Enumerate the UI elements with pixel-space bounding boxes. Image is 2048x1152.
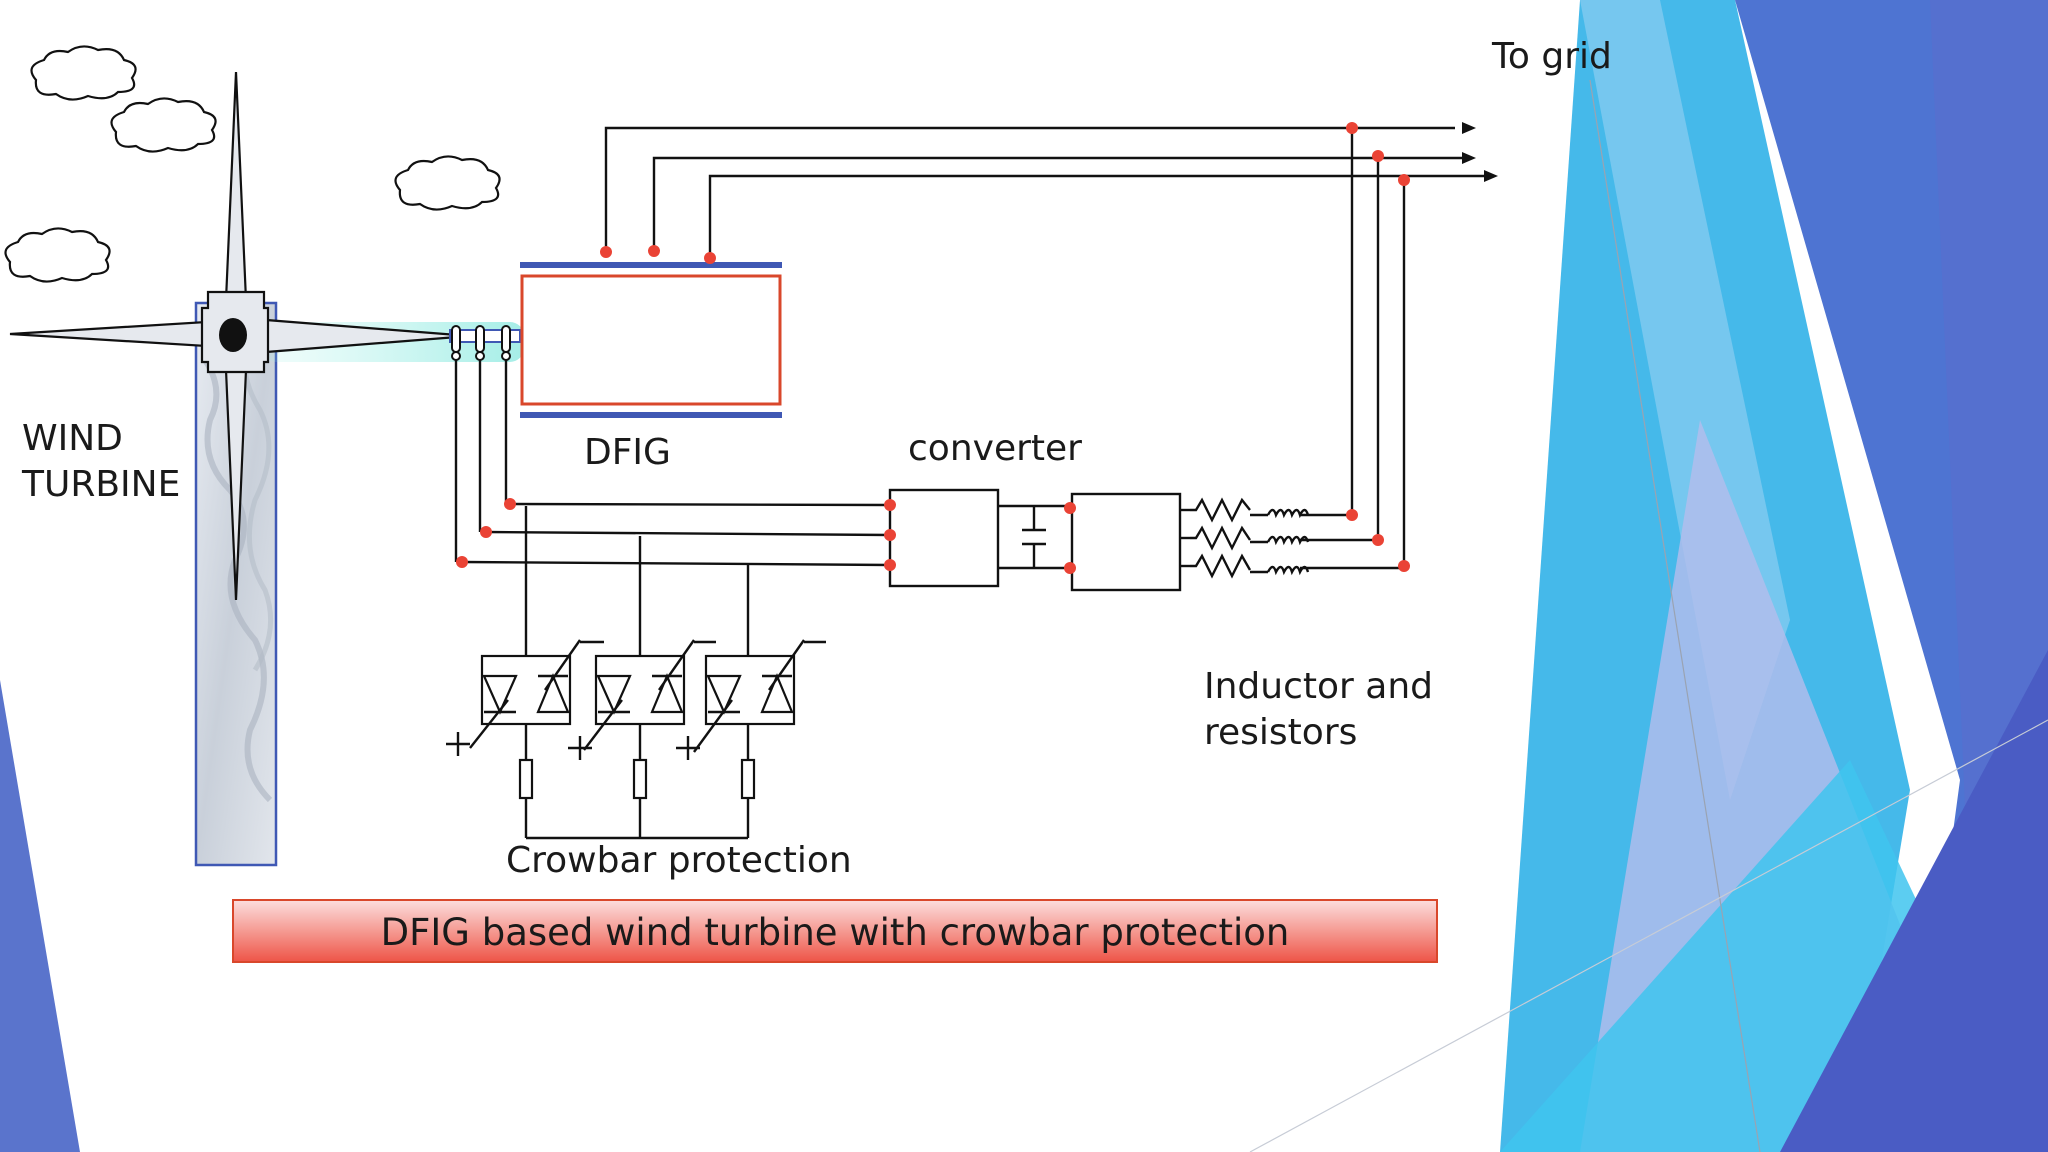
wind-turbine-label-line1: WIND bbox=[22, 418, 123, 459]
clouds bbox=[4, 45, 501, 283]
dfig-machine bbox=[520, 262, 782, 418]
thyristor-pair-icon bbox=[676, 639, 826, 838]
converter-label: converter bbox=[908, 428, 1082, 469]
cloud-icon bbox=[30, 45, 137, 101]
cloud-icon bbox=[394, 155, 501, 211]
hub-icon bbox=[219, 318, 247, 352]
caption-bar: DFIG based wind turbine with crowbar pro… bbox=[232, 899, 1438, 963]
cloud-icon bbox=[4, 227, 111, 283]
crowbar-label: Crowbar protection bbox=[506, 840, 852, 881]
inductor-label-line1: Inductor and bbox=[1204, 666, 1433, 707]
turbine-rotor-icon bbox=[9, 71, 471, 601]
cloud-icon bbox=[110, 97, 217, 153]
left-blue-shape bbox=[0, 680, 80, 1152]
rotor-wires bbox=[454, 360, 891, 567]
stator-grid-wires bbox=[604, 122, 1498, 568]
caption-text: DFIG based wind turbine with crowbar pro… bbox=[381, 911, 1290, 954]
thin-line-1 bbox=[1589, 79, 1761, 1152]
inductor-label-line2: resistors bbox=[1204, 712, 1357, 753]
wind-turbine-label-line2: TURBINE bbox=[21, 464, 180, 505]
thyristor-pair-icon bbox=[446, 639, 604, 838]
dc-link-capacitor-icon bbox=[1022, 506, 1046, 568]
node-dots bbox=[456, 122, 1410, 574]
converter-block bbox=[888, 488, 1182, 592]
thin-line-2 bbox=[1249, 719, 2048, 1152]
to-grid-label: To grid bbox=[1491, 36, 1612, 77]
crowbar-circuit bbox=[446, 506, 826, 840]
filter-inductors-resistors bbox=[1180, 497, 1404, 579]
right-cyan-shape bbox=[1500, 760, 1940, 1152]
dfig-label: DFIG bbox=[584, 432, 671, 473]
right-bottom-dark-shape bbox=[1780, 650, 2048, 1152]
thyristor-pair-icon bbox=[568, 639, 716, 838]
slip-rings bbox=[449, 325, 521, 361]
